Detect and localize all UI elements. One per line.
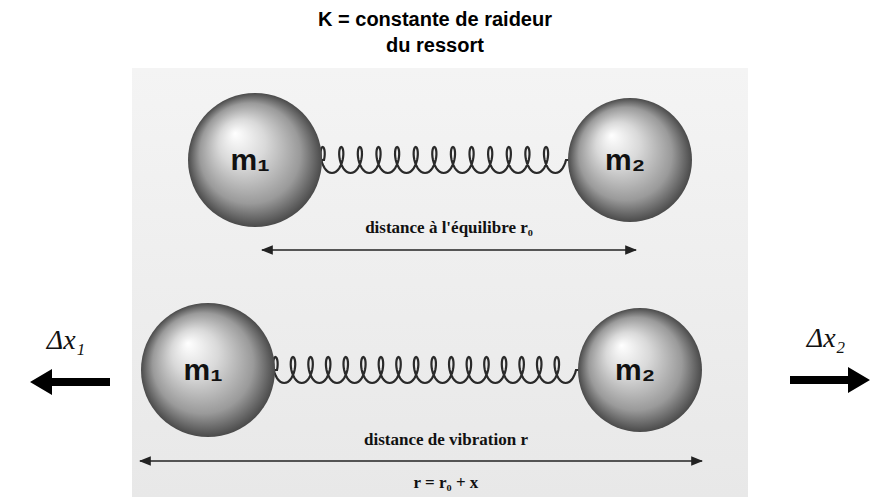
spring-connector (320, 147, 570, 173)
mass-sphere: m₂ (577, 307, 703, 433)
mass-label: m₂ (615, 353, 655, 387)
sphere-circle (141, 303, 275, 437)
mass-label: m₂ (605, 143, 645, 177)
displacement-arrow (790, 367, 870, 393)
formula-label: r = r₀ + x (414, 473, 479, 493)
distance-arrow (140, 460, 702, 462)
photo-panel (132, 68, 748, 497)
displacement-label: Δx₂ (807, 322, 846, 354)
mass-label: m₁ (230, 143, 269, 177)
diagram-title: K = constante de raideur du ressort (315, 6, 555, 58)
mass-label: m₁ (183, 353, 222, 387)
spring-connector (273, 357, 580, 383)
distance-label: distance de vibration r (364, 430, 528, 450)
sphere-circle (188, 93, 322, 227)
distance-label: distance à l'équilibre r₀ (365, 218, 533, 238)
distance-arrow (262, 249, 636, 251)
displacement-label: Δx₁ (47, 324, 86, 356)
displacement-arrow (30, 369, 110, 395)
mass-sphere: m₁ (140, 302, 276, 438)
mass-sphere: m₂ (567, 97, 693, 223)
mass-sphere: m₁ (187, 92, 323, 228)
sphere-circle (578, 308, 702, 432)
sphere-circle (568, 98, 692, 222)
